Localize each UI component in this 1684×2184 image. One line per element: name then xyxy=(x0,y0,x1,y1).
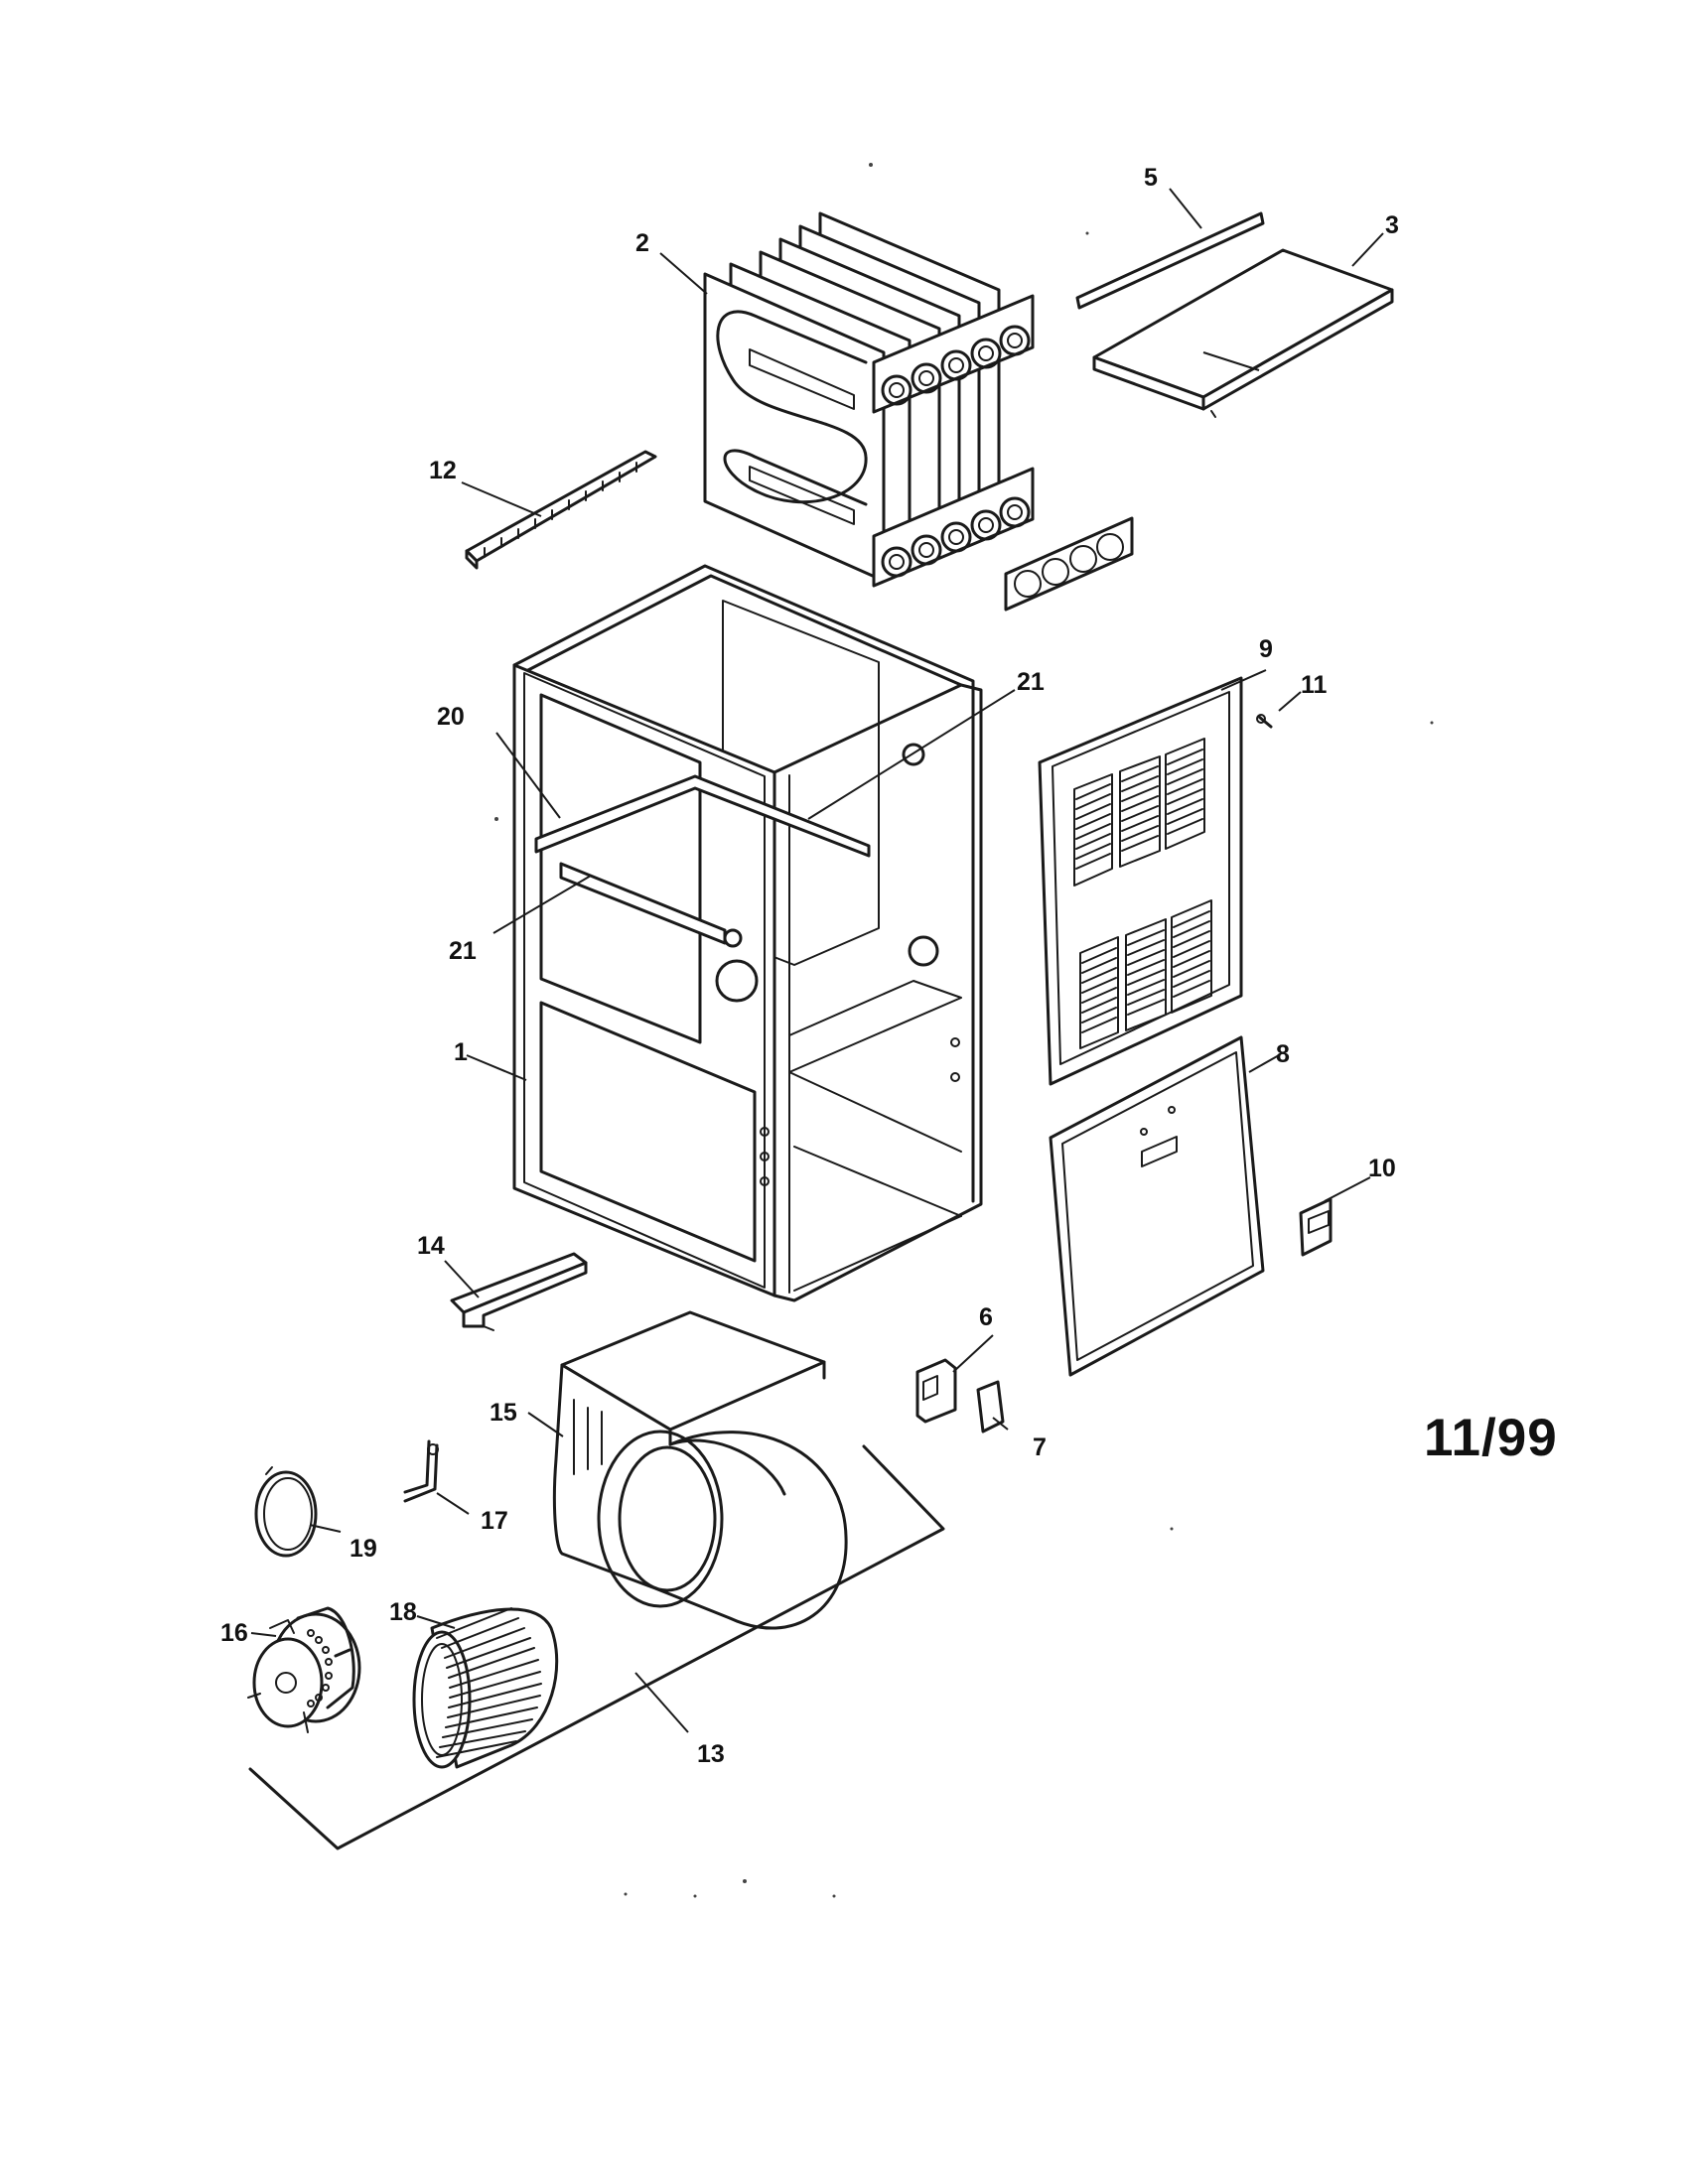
band-clamp-19 xyxy=(254,1466,318,1558)
callout-1: 1 xyxy=(454,1038,468,1066)
callout-8: 8 xyxy=(1276,1040,1290,1068)
callout-7: 7 xyxy=(1033,1433,1047,1461)
switch-6 xyxy=(915,1358,957,1424)
scan-speckles xyxy=(494,163,1434,1898)
rail-12 xyxy=(465,450,657,570)
callout-3: 3 xyxy=(1385,211,1399,239)
rail-5 xyxy=(1075,211,1265,310)
date-stamp: 11/99 xyxy=(1424,1409,1558,1467)
callout-5: 5 xyxy=(1144,164,1158,192)
callout-15: 15 xyxy=(490,1399,517,1427)
callout-16: 16 xyxy=(220,1619,248,1647)
callout-19: 19 xyxy=(350,1535,377,1563)
blower-wheel-18 xyxy=(412,1607,559,1769)
cabinet xyxy=(512,564,983,1302)
door-panel-8 xyxy=(1049,1035,1265,1377)
blower-assembly-outline-13 xyxy=(248,1444,945,1850)
callout-6: 6 xyxy=(979,1303,993,1331)
callout-13: 13 xyxy=(697,1740,725,1768)
motor-16 xyxy=(247,1606,361,1733)
callout-21-lower: 21 xyxy=(449,937,477,965)
callout-17: 17 xyxy=(481,1507,508,1535)
callout-12: 12 xyxy=(429,457,457,484)
heat-exchanger xyxy=(703,211,1134,612)
callout-18: 18 xyxy=(389,1598,417,1626)
callout-9: 9 xyxy=(1259,635,1273,663)
handle-10 xyxy=(1299,1197,1333,1257)
callout-11: 11 xyxy=(1301,671,1328,699)
callout-2: 2 xyxy=(635,229,649,257)
callout-10: 10 xyxy=(1368,1155,1396,1182)
leader-lines xyxy=(250,188,1384,1733)
callout-21-upper: 21 xyxy=(1017,668,1045,696)
callout-14: 14 xyxy=(417,1232,445,1260)
cover-7 xyxy=(976,1380,1005,1433)
callout-labels: 2 5 3 12 21 20 21 9 11 1 8 10 14 6 7 15 … xyxy=(220,164,1399,1768)
blower-housing-15 xyxy=(552,1310,848,1630)
bracket-17 xyxy=(403,1439,439,1503)
louvered-panel-9 xyxy=(1038,676,1243,1086)
top-panel-3 xyxy=(1092,248,1394,418)
filter-14 xyxy=(450,1252,588,1331)
callout-20: 20 xyxy=(437,703,465,731)
screw-11 xyxy=(1256,714,1273,729)
